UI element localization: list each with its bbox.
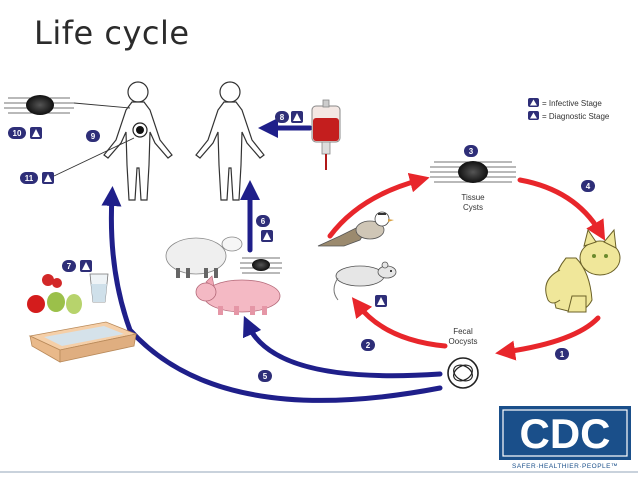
cat-icon xyxy=(545,228,621,313)
cdc-tagline: SAFER·HEALTHIER·PEOPLE™ xyxy=(512,463,618,470)
svg-text:2: 2 xyxy=(366,341,371,350)
arrow-oocysts-to-rodent xyxy=(351,297,448,349)
pig-icon xyxy=(195,275,281,315)
step-badge-8: 8 xyxy=(275,111,289,123)
sheep-icon xyxy=(165,236,243,278)
step-badge-1: 1 xyxy=(555,348,569,360)
bottom-rule xyxy=(0,471,638,473)
arrow-cysts-to-cat xyxy=(517,177,606,241)
svg-text:4: 4 xyxy=(586,182,591,191)
arrow-oocysts-to-human-long xyxy=(101,186,443,403)
red-cycle-arrows xyxy=(327,172,606,361)
step-badge-5: 5 xyxy=(258,370,272,382)
human-right-figure xyxy=(195,81,265,201)
fetus-icon xyxy=(132,122,148,138)
water-glass-icon xyxy=(89,273,109,303)
step-badge-3: 3 xyxy=(464,145,478,157)
arrow-bird-to-cysts xyxy=(327,172,430,239)
svg-text:5: 5 xyxy=(263,372,268,381)
step-badge-10: 10 xyxy=(8,127,26,139)
svg-text:10: 10 xyxy=(13,129,22,138)
blue-infection-arrows xyxy=(101,118,443,403)
legend-diagnostic-label: = Diagnostic Stage xyxy=(542,112,610,121)
step-badge-6: 6 xyxy=(256,215,270,227)
human-left-figure xyxy=(103,81,173,201)
transfusion-bag-icon xyxy=(311,99,341,170)
infective-marker-rodent xyxy=(375,295,387,307)
rodent-icon xyxy=(333,261,397,301)
fruit-icon xyxy=(27,274,82,314)
svg-text:1: 1 xyxy=(560,350,565,359)
legend-infective-label: = Infective Stage xyxy=(542,99,602,108)
svg-text:6: 6 xyxy=(261,217,266,226)
fecal-oocysts-label-2: Oocysts xyxy=(449,337,478,346)
tissue-cysts-label-2: Cysts xyxy=(463,203,483,212)
step-badge-4: 4 xyxy=(581,180,595,192)
infective-marker-7 xyxy=(80,260,92,272)
step-badge-11: 11 xyxy=(20,172,38,184)
svg-text:9: 9 xyxy=(91,132,96,141)
step-badge-7: 7 xyxy=(62,260,76,272)
svg-text:8: 8 xyxy=(280,113,285,122)
arrow-cat-to-oocysts xyxy=(495,315,601,361)
legend: = Infective Stage = Diagnostic Stage xyxy=(528,98,610,121)
slide-title: Life cycle xyxy=(34,14,190,52)
step-badge-9: 9 xyxy=(86,130,100,142)
tissue-cysts-label-1: Tissue xyxy=(461,193,485,202)
tissue-cyst-left-icon xyxy=(4,95,74,115)
cdc-logo-text: CDC xyxy=(520,410,611,457)
legend-infective: = Infective Stage xyxy=(528,98,602,108)
litter-box-icon xyxy=(28,321,138,363)
arrow-oocysts-to-pig xyxy=(243,315,443,379)
step-badges: 1 2 3 4 5 6 7 8 9 10 11 xyxy=(8,111,595,382)
fecal-oocyst-icon xyxy=(447,357,479,389)
infective-marker-6 xyxy=(261,230,273,242)
bird-icon xyxy=(317,211,394,247)
svg-text:7: 7 xyxy=(67,262,72,271)
pointer-lines xyxy=(53,102,135,177)
stage-markers xyxy=(30,111,387,307)
svg-text:11: 11 xyxy=(25,174,34,183)
fecal-oocysts-label-1: Fecal xyxy=(453,327,473,336)
infective-marker-8 xyxy=(291,111,303,123)
svg-text:3: 3 xyxy=(469,147,474,156)
diagnostic-marker-10 xyxy=(30,127,42,139)
tissue-cyst-top-icon xyxy=(430,161,516,183)
step-badge-2: 2 xyxy=(361,339,375,351)
diagnostic-marker-11 xyxy=(42,172,54,184)
cdc-logo: CDC SAFER·HEALTHIER·PEOPLE™ xyxy=(499,406,631,470)
tissue-cyst-meat-icon xyxy=(240,257,282,274)
legend-diagnostic: = Diagnostic Stage xyxy=(528,111,610,121)
